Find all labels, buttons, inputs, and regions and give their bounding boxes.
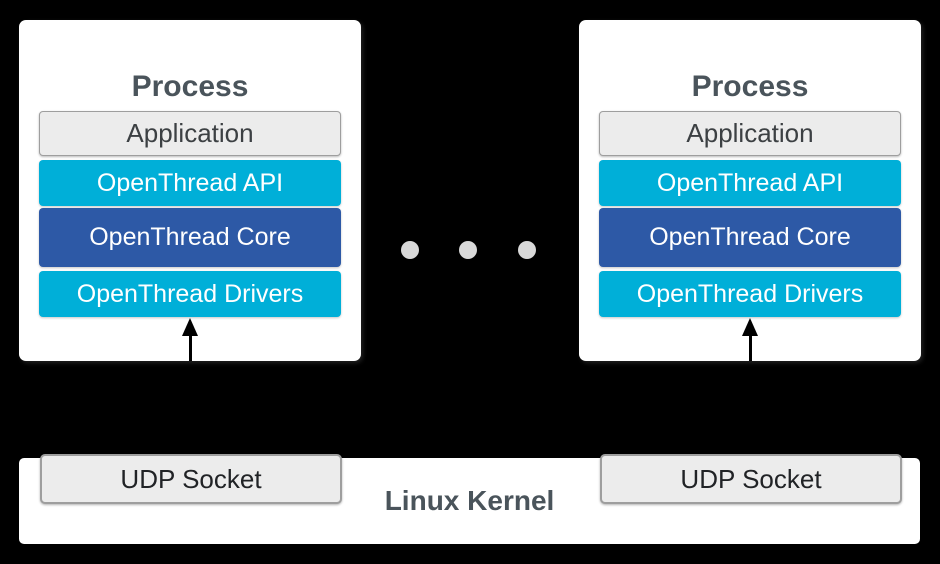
application-layer: Application — [39, 111, 341, 156]
ellipsis-dot-icon — [459, 241, 477, 259]
udp-socket-left: UDP Socket — [40, 454, 342, 504]
process-card-right: Process Application OpenThread API OpenT… — [579, 20, 921, 361]
openthread-drivers-layer: OpenThread Drivers — [599, 271, 901, 317]
process-title: Process — [691, 70, 809, 103]
openthread-api-layer: OpenThread API — [39, 160, 341, 206]
up-arrow-shaft — [189, 332, 192, 361]
openthread-core-layer: OpenThread Core — [39, 208, 341, 267]
process-title: Process — [131, 70, 249, 103]
linux-kernel-label: Linux Kernel — [384, 485, 555, 516]
up-arrow-shaft — [749, 332, 752, 361]
openthread-core-layer: OpenThread Core — [599, 208, 901, 267]
up-arrow-icon — [742, 318, 758, 336]
openthread-drivers-layer: OpenThread Drivers — [39, 271, 341, 317]
process-card-left: Process Application OpenThread API OpenT… — [19, 20, 361, 361]
ellipsis-dot-icon — [401, 241, 419, 259]
up-arrow-icon — [182, 318, 198, 336]
ellipsis-dot-icon — [518, 241, 536, 259]
application-layer: Application — [599, 111, 901, 156]
openthread-api-layer: OpenThread API — [599, 160, 901, 206]
udp-socket-right: UDP Socket — [600, 454, 902, 504]
